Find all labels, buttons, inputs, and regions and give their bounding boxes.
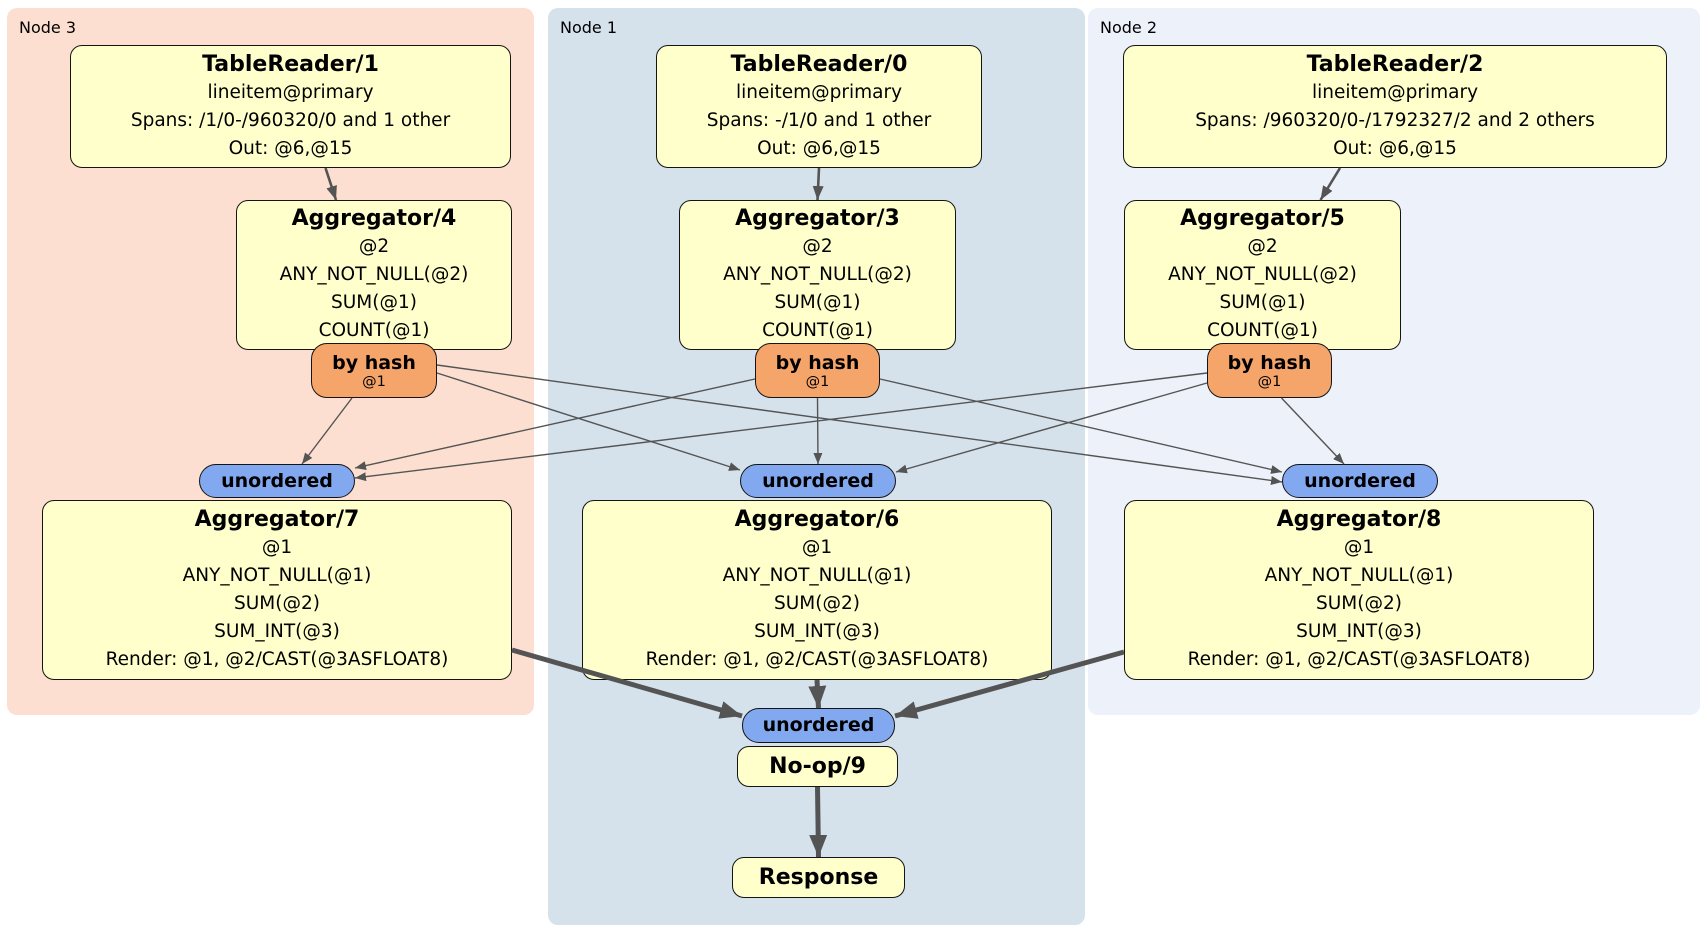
processor-detail: lineitem@primary <box>207 81 374 103</box>
processor-detail: SUM(@2) <box>774 593 860 614</box>
processor-detail: ANY_NOT_NULL(@2) <box>1168 264 1357 285</box>
processor-title: Aggregator/4 <box>291 206 457 231</box>
processor-box-aggregator-5: Aggregator/5 @2 ANY_NOT_NULL(@2) SUM(@1)… <box>1124 200 1401 350</box>
processor-detail: SUM(@1) <box>331 292 417 313</box>
sync-unordered-6: unordered <box>740 464 896 498</box>
processor-title: Aggregator/3 <box>735 206 900 231</box>
router-by-hash-5: by hash @1 <box>1207 343 1332 398</box>
router-key: @1 <box>1257 373 1282 390</box>
router-by-hash-4: by hash @1 <box>311 343 437 398</box>
processor-detail: ANY_NOT_NULL(@2) <box>723 264 912 285</box>
processor-detail: Spans: /960320/0-/1792327/2 and 2 others <box>1195 109 1595 131</box>
processor-title: TableReader/2 <box>1306 51 1484 77</box>
router-by-hash-3: by hash @1 <box>755 343 880 398</box>
processor-detail: @2 <box>1247 236 1278 257</box>
processor-box-aggregator-8: Aggregator/8 @1 ANY_NOT_NULL(@1) SUM(@2)… <box>1124 500 1594 680</box>
processor-box-aggregator-4: Aggregator/4 @2 ANY_NOT_NULL(@2) SUM(@1)… <box>236 200 512 350</box>
processor-detail: SUM_INT(@3) <box>214 621 340 642</box>
processor-detail: @2 <box>802 236 833 257</box>
processor-detail: lineitem@primary <box>1311 81 1479 103</box>
sync-unordered-7: unordered <box>199 464 355 498</box>
sync-label: unordered <box>762 469 874 492</box>
processor-box-aggregator-3: Aggregator/3 @2 ANY_NOT_NULL(@2) SUM(@1)… <box>679 200 956 350</box>
sync-label: unordered <box>1304 469 1416 492</box>
node-region-1-label: Node 1 <box>560 18 618 37</box>
processor-title: TableReader/0 <box>730 51 908 77</box>
processor-detail: @1 <box>1343 537 1375 558</box>
processor-detail: Spans: -/1/0 and 1 other <box>706 109 932 131</box>
processor-box-aggregator-7: Aggregator/7 @1 ANY_NOT_NULL(@1) SUM(@2)… <box>42 500 512 680</box>
sync-label: unordered <box>221 469 333 492</box>
processor-detail: SUM(@1) <box>1219 292 1306 313</box>
processor-detail: COUNT(@1) <box>762 320 873 341</box>
processor-detail: ANY_NOT_NULL(@1) <box>182 565 372 586</box>
processor-title: Aggregator/7 <box>194 507 360 532</box>
processor-box-noop-9: No-op/9 <box>737 746 898 787</box>
sync-unordered-final: unordered <box>742 708 895 743</box>
processor-detail: Out: @6,@15 <box>1333 137 1457 159</box>
processor-detail: SUM(@1) <box>774 292 861 313</box>
sync-unordered-8: unordered <box>1282 464 1438 498</box>
node-region-3-label: Node 3 <box>19 18 77 37</box>
router-key: @1 <box>362 373 386 390</box>
processor-detail: Spans: /1/0-/960320/0 and 1 other <box>130 109 451 131</box>
router-label: by hash <box>775 351 860 374</box>
processor-detail: ANY_NOT_NULL(@2) <box>279 264 469 285</box>
processor-box-tablereader-2: TableReader/2 lineitem@primary Spans: /9… <box>1123 45 1667 168</box>
response-box: Response <box>732 857 905 898</box>
processor-detail: @1 <box>801 537 833 558</box>
sync-label: unordered <box>762 714 875 736</box>
router-label: by hash <box>1227 351 1312 374</box>
processor-detail: Render: @1, @2/CAST(@3ASFLOAT8) <box>1187 649 1531 670</box>
processor-detail: Render: @1, @2/CAST(@3ASFLOAT8) <box>645 649 989 670</box>
processor-detail: Render: @1, @2/CAST(@3ASFLOAT8) <box>105 649 449 670</box>
processor-detail: SUM_INT(@3) <box>754 621 880 642</box>
node-region-2-label: Node 2 <box>1100 18 1158 37</box>
processor-title: Aggregator/8 <box>1276 507 1442 532</box>
processor-detail: SUM(@2) <box>1316 593 1402 614</box>
processor-detail: Out: @6,@15 <box>228 137 353 159</box>
processor-detail: COUNT(@1) <box>318 320 430 341</box>
processor-title: Response <box>758 864 879 890</box>
router-label: by hash <box>332 351 416 374</box>
processor-detail: SUM_INT(@3) <box>1296 621 1422 642</box>
processor-detail: SUM(@2) <box>234 593 320 614</box>
processor-detail: @2 <box>358 236 390 257</box>
router-key: @1 <box>805 373 830 390</box>
processor-detail: COUNT(@1) <box>1207 320 1318 341</box>
processor-title: Aggregator/5 <box>1180 206 1345 231</box>
processor-box-tablereader-1: TableReader/1 lineitem@primary Spans: /1… <box>70 45 511 168</box>
processor-title: TableReader/1 <box>202 51 379 77</box>
processor-detail: lineitem@primary <box>735 81 903 103</box>
processor-box-aggregator-6: Aggregator/6 @1 ANY_NOT_NULL(@1) SUM(@2)… <box>582 500 1052 680</box>
processor-title: Aggregator/6 <box>734 507 900 532</box>
processor-detail: Out: @6,@15 <box>757 137 881 159</box>
processor-detail: ANY_NOT_NULL(@1) <box>1264 565 1454 586</box>
processor-box-tablereader-0: TableReader/0 lineitem@primary Spans: -/… <box>656 45 982 168</box>
processor-title: No-op/9 <box>769 753 866 779</box>
processor-detail: @1 <box>261 537 293 558</box>
processor-detail: ANY_NOT_NULL(@1) <box>722 565 912 586</box>
